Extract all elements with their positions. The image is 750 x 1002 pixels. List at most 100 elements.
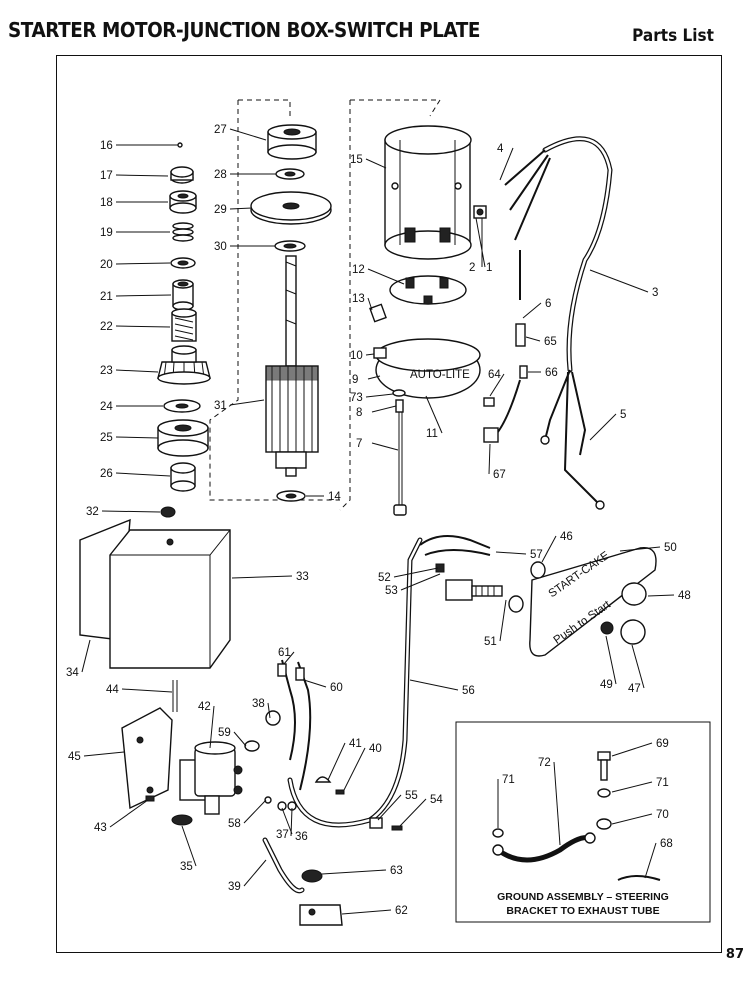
part-71-washer: [597, 788, 611, 798]
label-l45: 45: [68, 751, 81, 763]
part-18-collar: [169, 190, 197, 214]
part-29-end-plate: [250, 191, 332, 225]
part-38-nut: [265, 710, 281, 726]
leader-l3: [589, 269, 649, 293]
part-72-ground-strap: [492, 832, 596, 863]
part-48-knob: [621, 582, 647, 606]
leader-l6: [522, 302, 542, 319]
leader-l46: [541, 535, 557, 563]
leader-l37: [281, 807, 293, 835]
leader-l9: [367, 375, 381, 380]
label-l17: 17: [100, 170, 113, 182]
part-73-washer: [392, 389, 406, 397]
label-l39: 39: [228, 881, 241, 893]
label-l72: 72: [538, 757, 551, 769]
leader-l61: [283, 651, 295, 665]
leader-l69: [611, 742, 653, 757]
label-l71b: 71: [656, 777, 669, 789]
leader-l20: [115, 262, 171, 265]
label-l31: 31: [214, 400, 227, 412]
part-59-terminal: [244, 740, 260, 752]
label-l54: 54: [430, 794, 443, 806]
part-68-wire: [617, 875, 661, 881]
label-l19: 19: [100, 227, 113, 239]
leader-l33: [231, 575, 293, 579]
leader-l5: [589, 413, 617, 441]
part-33-junction-box: [109, 529, 231, 669]
label-l30: 30: [214, 241, 227, 253]
part-30-washer: [274, 240, 306, 252]
part-55-clip: [369, 817, 383, 829]
label-l23: 23: [100, 365, 113, 377]
label-l33: 33: [296, 571, 309, 583]
inset-caption-line2: BRACKET TO EXHAUST TUBE: [506, 905, 659, 917]
label-l56: 56: [462, 685, 475, 697]
part-45-bracket: [121, 707, 173, 810]
part-65-sleeve: [515, 323, 526, 347]
part-19-spring: [172, 222, 194, 242]
label-l42: 42: [198, 701, 211, 713]
label-l32: 32: [86, 506, 99, 518]
label-l53: 53: [385, 585, 398, 597]
label-l14: 14: [328, 491, 341, 503]
leader-l23: [115, 369, 159, 373]
label-l22: 22: [100, 321, 113, 333]
leader-l41: [327, 742, 346, 781]
label-l6: 6: [545, 298, 551, 310]
part-69-screw: [597, 751, 611, 781]
leader-l15: [365, 158, 387, 169]
leader-l27: [229, 128, 267, 141]
part-26-bushing: [170, 462, 196, 492]
part-31-armature: [265, 255, 319, 477]
leader-l21: [115, 294, 172, 297]
label-l66: 66: [545, 367, 558, 379]
label-l63: 63: [390, 865, 403, 877]
label-l36: 36: [295, 831, 308, 843]
part-47-knob: [620, 619, 646, 645]
part-27-end-cap: [267, 124, 317, 160]
part-56-cable: [287, 537, 423, 828]
label-l18: 18: [100, 197, 113, 209]
part-4-wires: [504, 149, 551, 241]
part-11-band: AUTO-LITE: [375, 338, 481, 399]
leader-l56: [409, 679, 459, 691]
label-l8: 8: [356, 407, 362, 419]
leader-l68: [644, 842, 657, 879]
part-15-motor-housing: [384, 125, 472, 260]
label-l60: 60: [330, 682, 343, 694]
part-46-grommet: [530, 561, 546, 579]
leader-l43: [109, 799, 149, 828]
part-32-wing-nut: [160, 506, 176, 518]
band-text: AUTO-LITE: [410, 369, 470, 381]
label-l35: 35: [180, 861, 193, 873]
leader-l65: [525, 336, 541, 342]
part-63-wing-nut: [301, 869, 323, 883]
label-l49: 49: [600, 679, 613, 691]
part-67-terminal: [483, 427, 499, 443]
part-70-nut: [596, 818, 612, 830]
part-71-washer-left: [492, 828, 504, 838]
label-l55: 55: [405, 790, 418, 802]
part-28-washer: [275, 168, 305, 180]
page-title: STARTER MOTOR-JUNCTION BOX-SWITCH PLATE: [8, 18, 480, 42]
part-10-screw: [373, 347, 387, 359]
label-l68: 68: [660, 838, 673, 850]
label-l62: 62: [395, 905, 408, 917]
part-12-brush-plate: [389, 275, 467, 305]
armature-group-outline: [209, 99, 340, 501]
part-1-2-terminal: [473, 205, 487, 219]
leader-l8: [371, 405, 397, 413]
label-l44: 44: [106, 684, 119, 696]
part-14-washer: [276, 490, 306, 502]
label-l64: 64: [488, 369, 501, 381]
leader-l2: [475, 217, 486, 268]
leader-l52: [393, 567, 439, 578]
label-l41: 41: [349, 738, 362, 750]
part-61-60-wires: [277, 659, 312, 791]
label-l37: 37: [276, 829, 289, 841]
label-l12: 12: [352, 264, 365, 276]
label-l69: 69: [656, 738, 669, 750]
label-l71a: 71: [502, 774, 515, 786]
label-l73: 73: [350, 392, 363, 404]
diagram-frame: [56, 55, 722, 953]
